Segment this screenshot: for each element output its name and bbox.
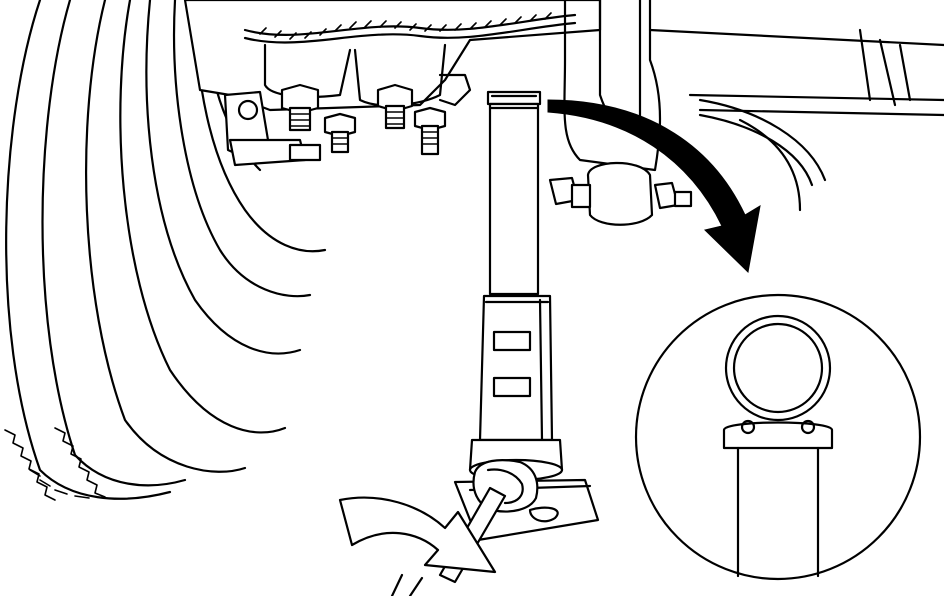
- lug-nut: [376, 83, 414, 130]
- lug-nut: [413, 106, 447, 156]
- tire-tread: [4, 427, 106, 501]
- lug-nut: [280, 83, 320, 132]
- detail-inset: [634, 293, 922, 581]
- jack-ram: [488, 102, 540, 296]
- axle-housing: [183, 0, 944, 132]
- turn-handle-arrow: [338, 496, 497, 574]
- lift-direction-arrow: [547, 99, 761, 274]
- lug-nut: [323, 112, 357, 154]
- screw-jack: [453, 90, 600, 542]
- jack-saddle: [486, 90, 542, 106]
- suspension-bushing: [548, 0, 827, 226]
- lug-bolts: [223, 83, 447, 167]
